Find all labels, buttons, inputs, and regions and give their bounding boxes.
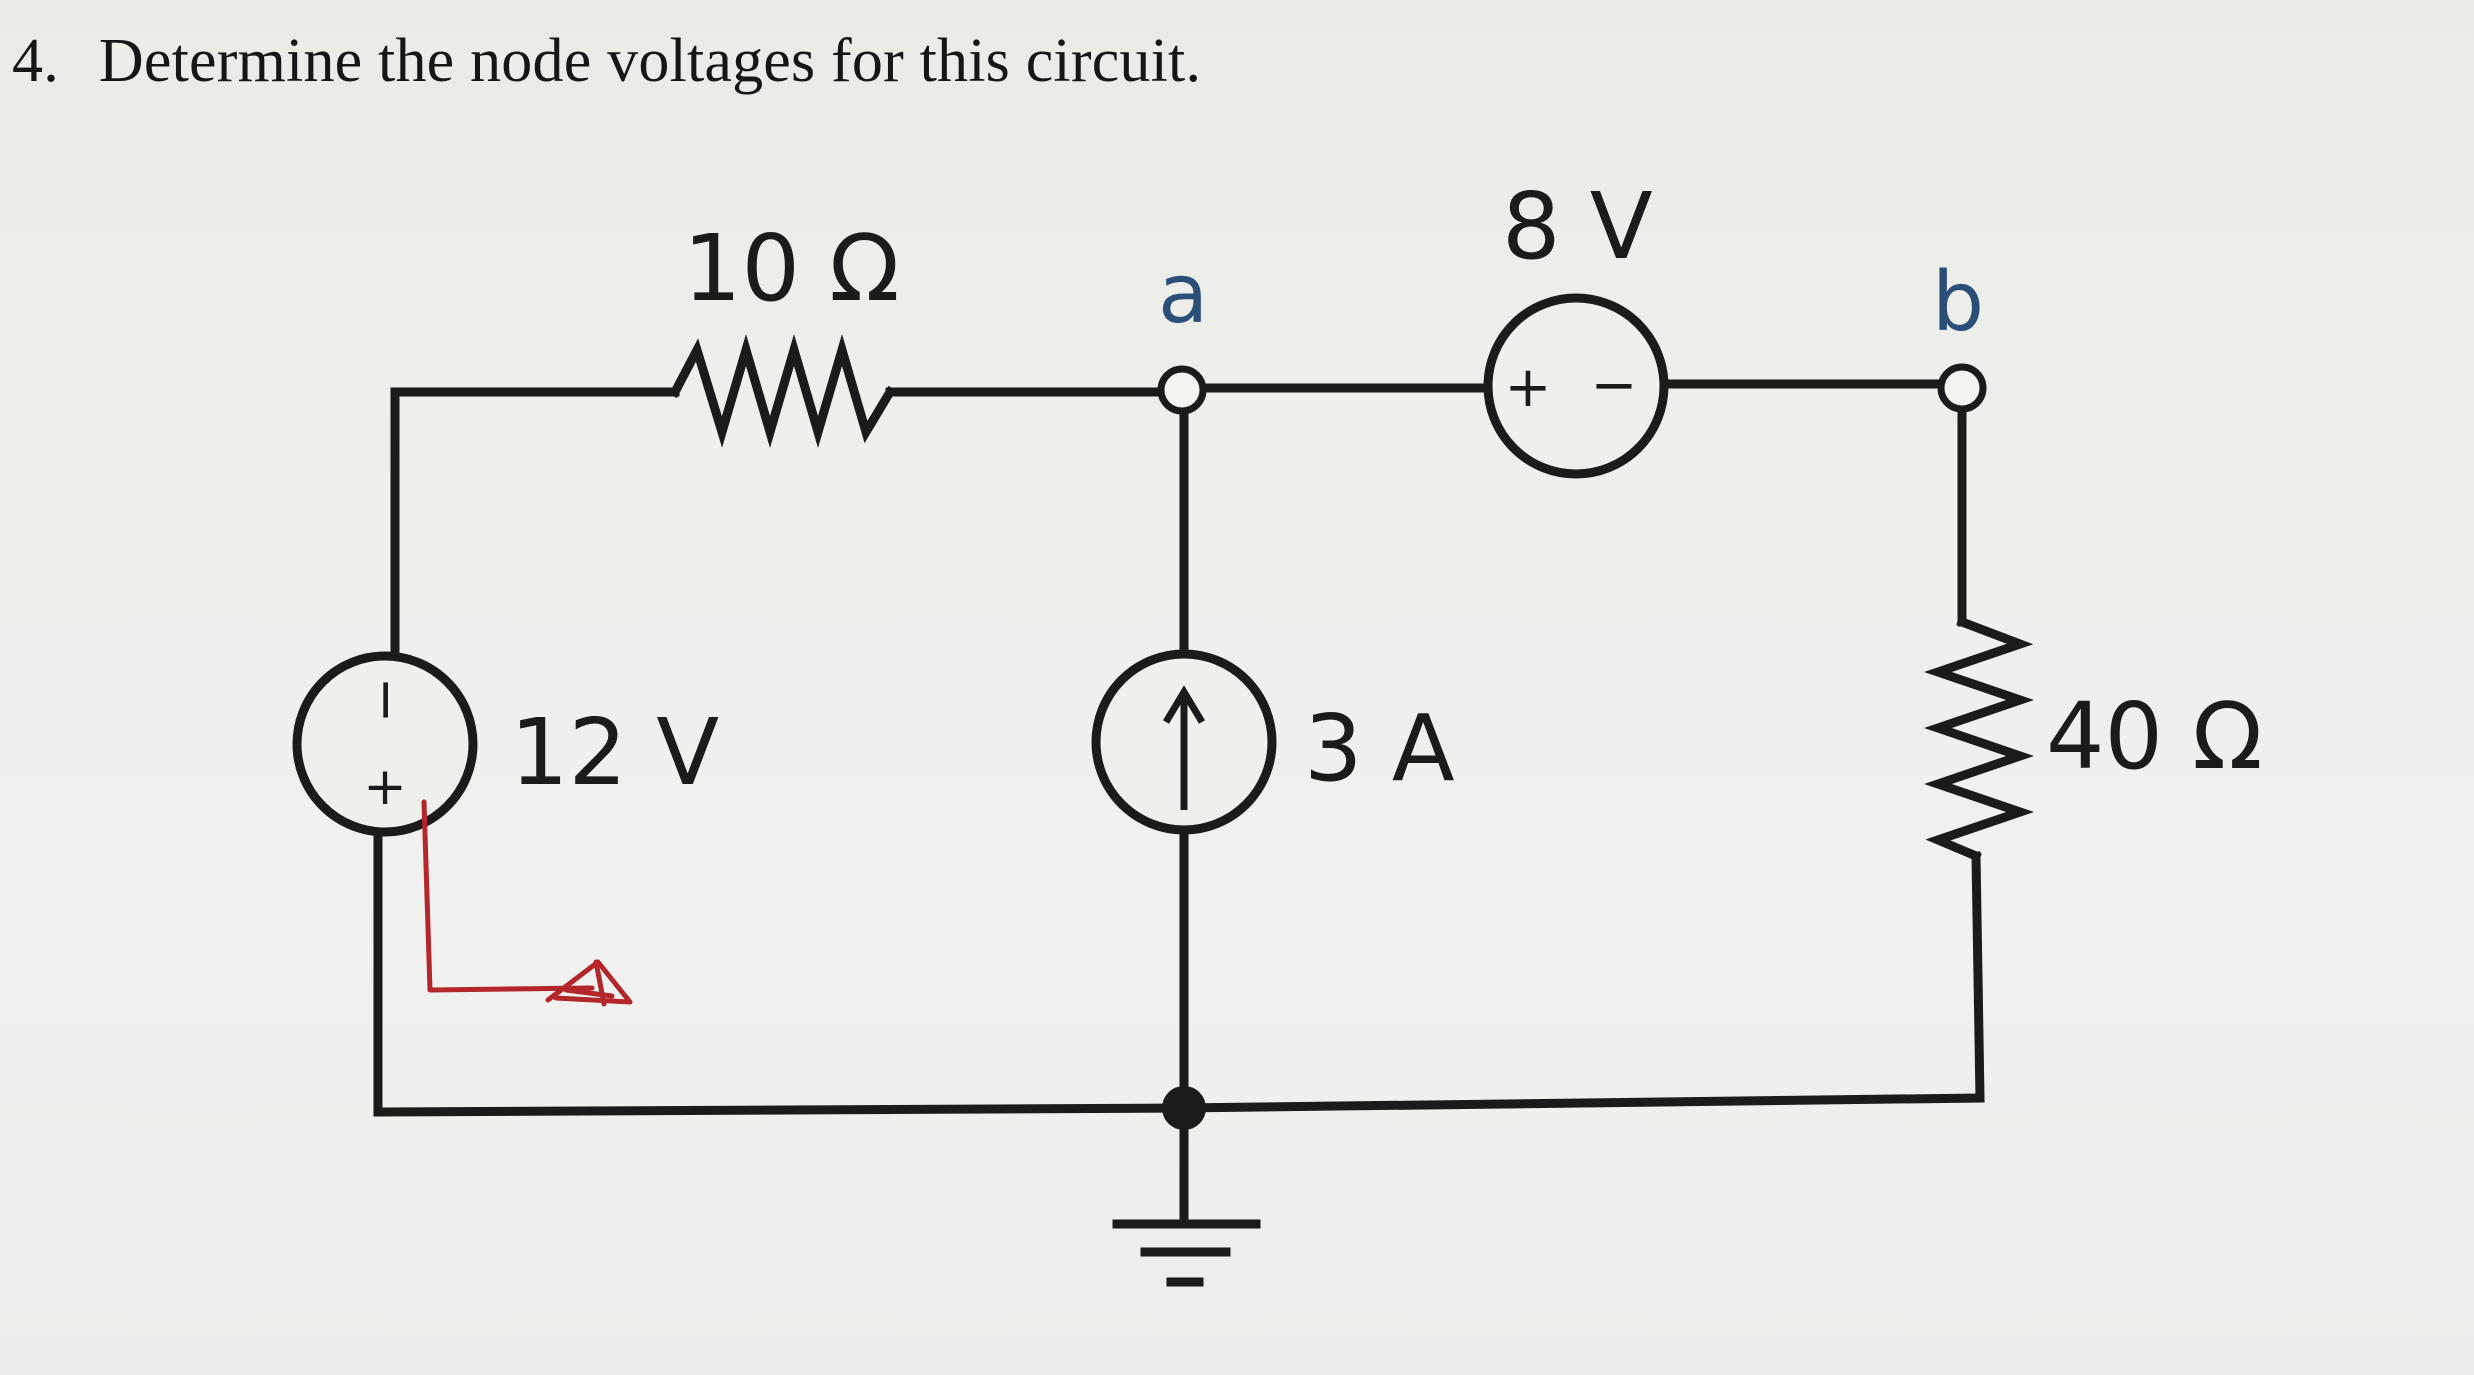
resistor-10-label: 10 Ω [683,215,900,322]
node-a-label: a [1158,247,1208,342]
wire-bottom-left [373,827,1189,1117]
resistor-40-zigzag [1924,616,2034,862]
current-source-3a-label: 3 A [1304,695,1455,802]
voltage-source-8v-label: 8 V [1502,173,1653,280]
resistor-10-zigzag [668,333,897,449]
voltage-source-8v: + − [1483,293,1669,479]
voltage-source-12v: − + [292,651,478,837]
handwritten-arrow-annotation [421,799,633,1007]
question-text: 4. Determine the node voltages for this c… [12,26,1201,97]
resistor-40-label: 40 Ω [2046,683,2263,790]
vs12-minus-sign: − [354,677,419,724]
node-a-terminal [1157,365,1207,415]
ground-junction-dot [1162,1086,1206,1130]
node-b-terminal [1937,363,1987,413]
wire-left-top [390,387,680,653]
node-b-label: b [1932,255,1984,350]
vs8-minus-sign: − [1591,353,1638,418]
question-prompt: Determine the node voltages for this cir… [98,27,1202,95]
vs8-plus-sign: + [1505,355,1552,420]
voltage-source-12v-label: 12 V [510,699,719,806]
wire-right-down [1179,851,1985,1113]
current-source-3a [1091,649,1277,835]
question-number: 4. [12,27,59,95]
vs12-plus-sign: + [363,757,407,817]
